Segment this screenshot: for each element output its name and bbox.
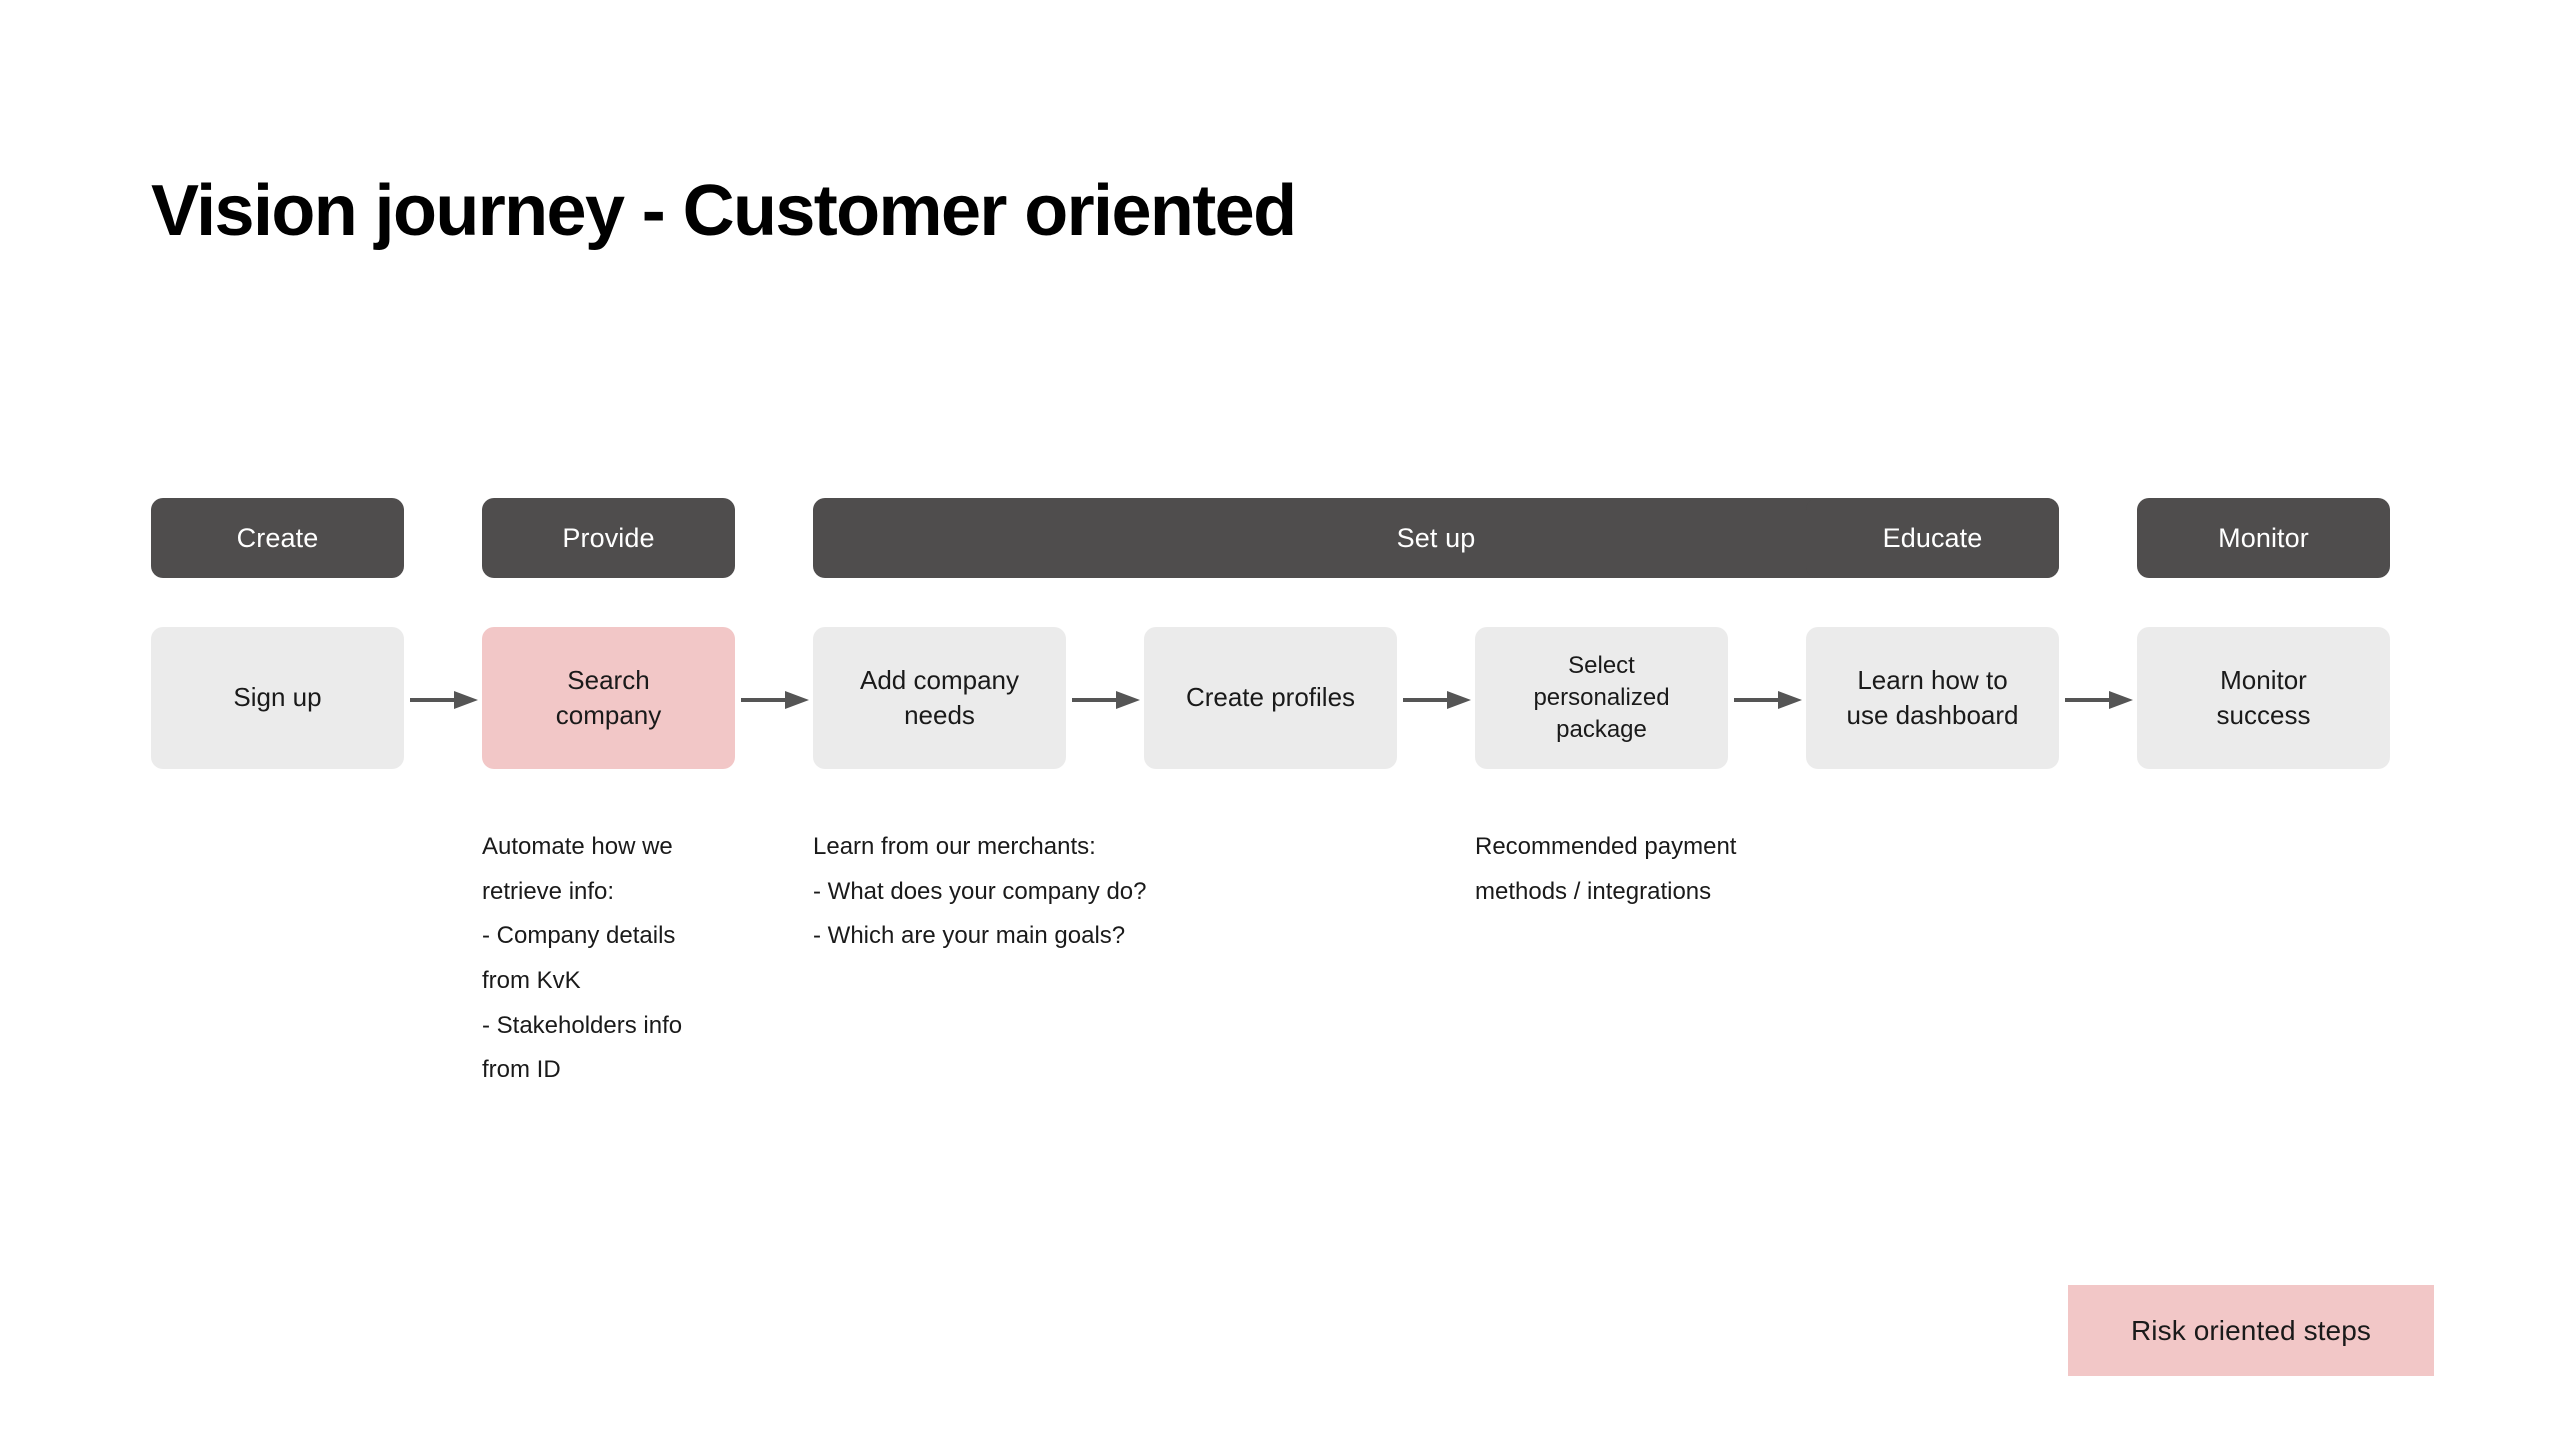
journey-step-4[interactable]: Create profiles <box>1144 627 1397 769</box>
phase-bar-label: Set up <box>1396 522 1476 553</box>
legend-risk-oriented-steps: Risk oriented steps <box>2068 1285 2434 1376</box>
legend-label: Risk oriented steps <box>2130 1314 2371 1346</box>
arrow-right-icon <box>735 690 813 710</box>
annotation-note-1: Automate how we retrieve info: - Company… <box>482 833 683 1084</box>
journey-step-label: Search company <box>555 664 662 730</box>
journey-step-6[interactable]: Learn how to use dashboard <box>1806 627 2059 769</box>
journey-step-label: Select personalized package <box>1533 652 1670 743</box>
journey-step-1[interactable]: Sign up <box>151 627 404 769</box>
journey-step-label: Learn how to use dashboard <box>1846 664 2019 730</box>
journey-step-label: Sign up <box>233 682 322 713</box>
phase-bars-row: Create Provide Set up Educate Monitor <box>151 498 2409 578</box>
phase-bar-provide[interactable]: Provide <box>482 498 735 578</box>
journey-step-label: Add company needs <box>860 664 1019 730</box>
annotation-note-3: Recommended payment methods / integratio… <box>1475 833 1737 905</box>
phase-bar-label: Monitor <box>2218 522 2309 553</box>
journey-step-label: Monitor success <box>2216 664 2311 730</box>
arrow-right-icon <box>1397 690 1475 710</box>
journey-step-3[interactable]: Add company needs <box>813 627 1066 769</box>
arrow-right-icon <box>1066 690 1144 710</box>
phase-bar-label: Create <box>236 522 319 553</box>
phase-bar-educate[interactable]: Educate <box>1806 498 2059 578</box>
arrow-right-icon <box>2059 690 2137 710</box>
arrow-right-icon <box>404 690 482 710</box>
phase-bar-label: Provide <box>562 522 655 553</box>
journey-step-label: Create profiles <box>1185 682 1356 713</box>
journey-steps-row: Sign up Search company Add company needs Cr… <box>151 627 2409 769</box>
phase-bar-create[interactable]: Create <box>151 498 404 578</box>
annotation-note-2: Learn from our merchants: - What does yo… <box>813 833 1147 950</box>
arrow-right-icon <box>1728 690 1806 710</box>
journey-step-5[interactable]: Select personalized package <box>1475 627 1728 769</box>
phase-bar-label: Educate <box>1882 522 1983 553</box>
journey-step-7[interactable]: Monitor success <box>2137 627 2390 769</box>
phase-bar-monitor[interactable]: Monitor <box>2137 498 2390 578</box>
page-title: Vision journey - Customer oriented <box>151 171 1297 252</box>
journey-step-2[interactable]: Search company <box>482 627 735 769</box>
